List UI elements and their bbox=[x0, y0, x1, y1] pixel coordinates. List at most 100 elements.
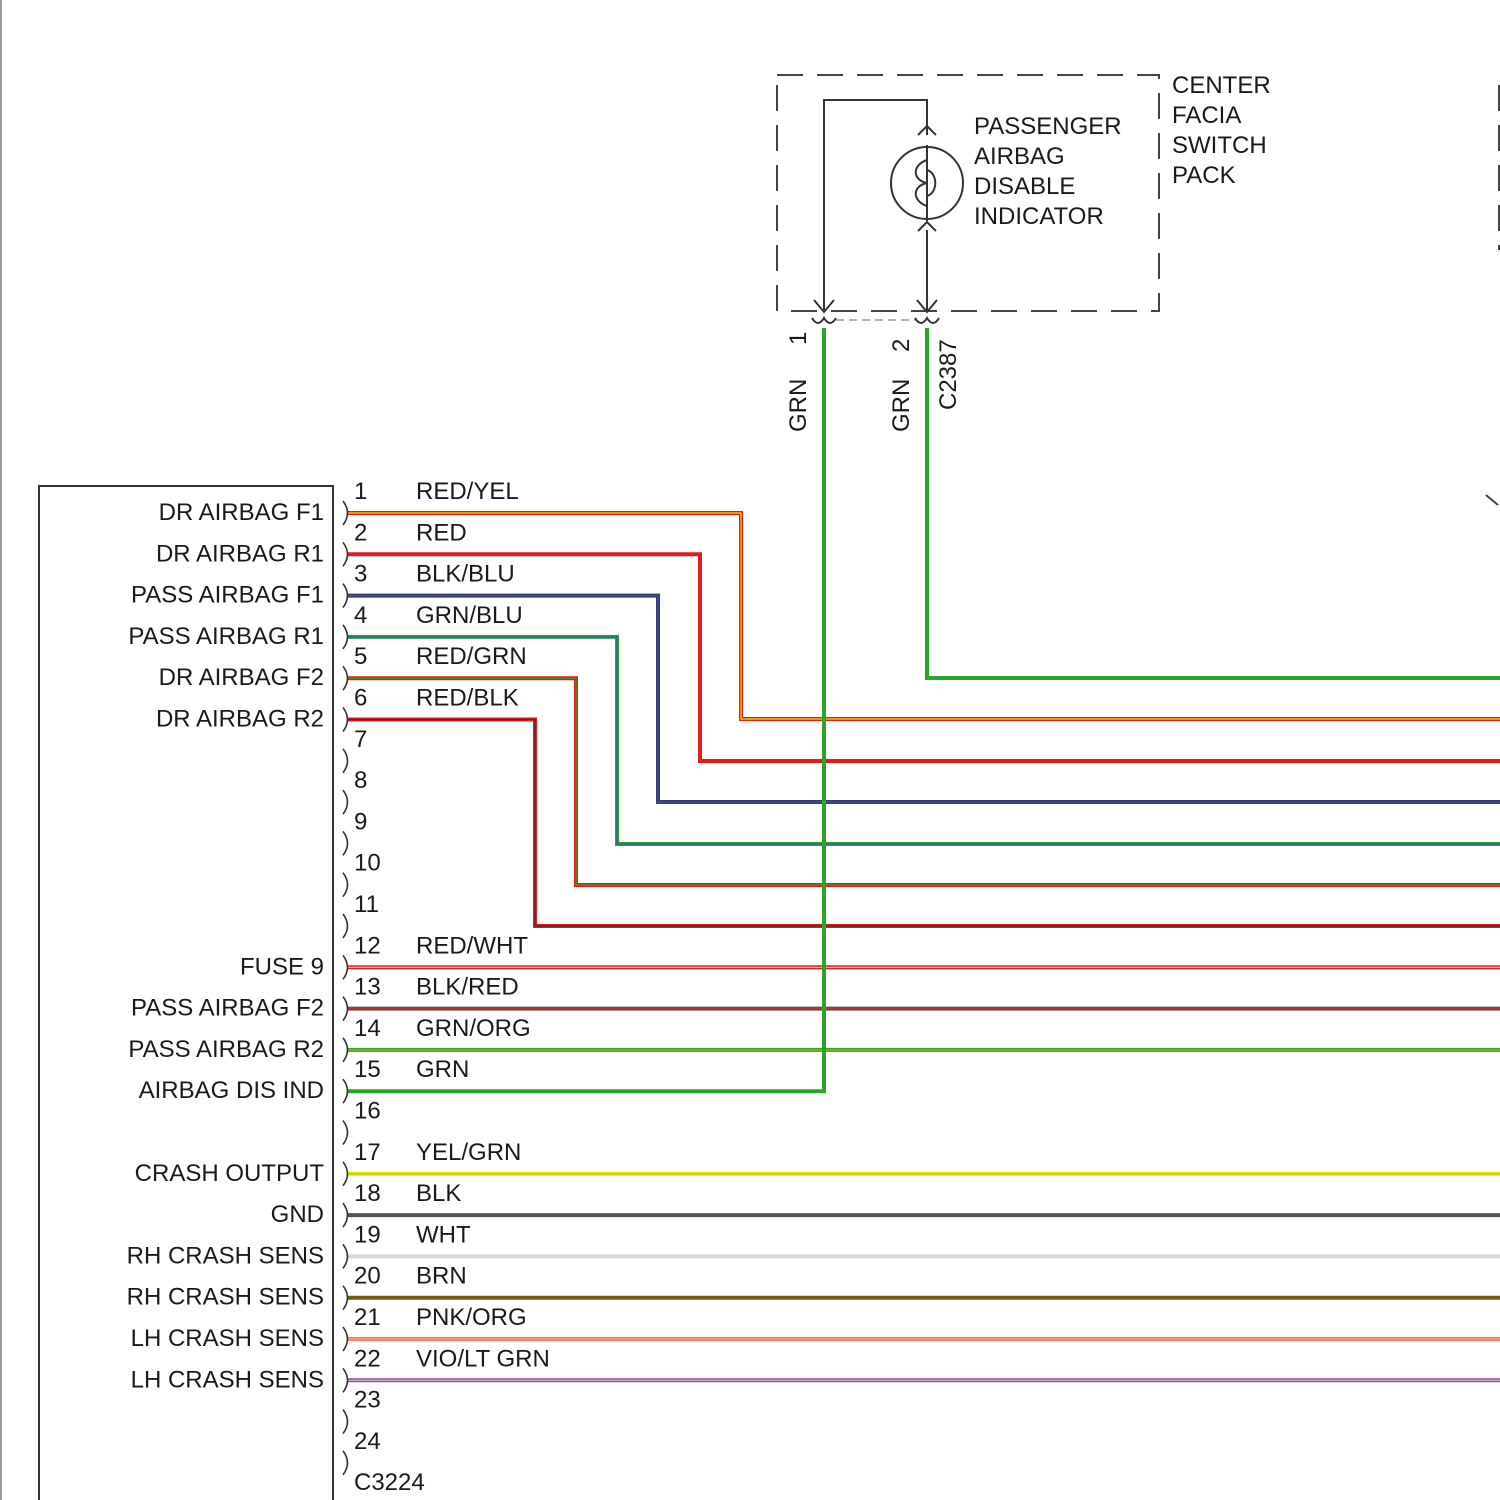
pin-function-label: RH CRASH SENS bbox=[127, 1284, 324, 1311]
wire-color-label: YEL/GRN bbox=[416, 1139, 521, 1166]
pin-function-label: CRASH OUTPUT bbox=[135, 1160, 325, 1187]
c3224-terminal bbox=[343, 1327, 348, 1351]
indicator-label-line: INDICATOR bbox=[974, 203, 1104, 230]
c2387-pin2-number: 2 bbox=[888, 339, 915, 352]
c3224-terminal bbox=[343, 1121, 348, 1145]
c2387-pin1-terminal bbox=[812, 318, 836, 323]
c2387-pin2-wire-color: GRN bbox=[888, 379, 915, 432]
c3224-pin-number: 3 bbox=[354, 561, 367, 588]
wire-color-label: VIO/LT GRN bbox=[416, 1345, 550, 1372]
c3224-terminal bbox=[343, 501, 348, 525]
indicator-label: PASSENGER AIRBAG DISABLE INDICATOR bbox=[974, 113, 1122, 230]
wire-color-label: GRN bbox=[416, 1056, 469, 1083]
c3224-terminal bbox=[343, 584, 348, 608]
c3224-terminal bbox=[343, 997, 348, 1021]
wire-color-label: GRN/ORG bbox=[416, 1015, 531, 1042]
wire-color-label: BLK/BLU bbox=[416, 561, 515, 588]
c3224-terminal bbox=[343, 708, 348, 732]
pin-function-label: DR AIRBAG F1 bbox=[159, 499, 324, 526]
wire-pin-6-stripe bbox=[348, 720, 1500, 927]
c3224-terminal bbox=[343, 1038, 348, 1062]
switch-pack-box bbox=[777, 75, 1159, 311]
indicator-label-line: AIRBAG bbox=[974, 143, 1065, 170]
c2387-pin1-number: 1 bbox=[785, 332, 812, 345]
c3224-pin-number: 17 bbox=[354, 1139, 381, 1166]
pin-function-label: PASS AIRBAG F1 bbox=[131, 582, 324, 609]
c3224-terminals bbox=[343, 501, 348, 1475]
c3224-terminal bbox=[343, 1451, 348, 1475]
c3224-pin-number: 8 bbox=[354, 767, 367, 794]
wire-pin-5-stripe bbox=[348, 678, 1500, 885]
c3224-pin-number: 12 bbox=[354, 932, 381, 959]
c3224-pin-number: 22 bbox=[354, 1345, 381, 1372]
right-edge-mark bbox=[1486, 495, 1498, 505]
switch-pack-name-line: FACIA bbox=[1172, 102, 1241, 129]
wire-color-label: BLK/RED bbox=[416, 974, 519, 1001]
c3224-pin-number: 1 bbox=[354, 478, 367, 505]
c3224-pin-number: 6 bbox=[354, 685, 367, 712]
pin-function-label: PASS AIRBAG R1 bbox=[128, 623, 324, 650]
c3224-terminal bbox=[343, 873, 348, 897]
indicator-label-line: DISABLE bbox=[974, 173, 1075, 200]
c3224-terminal bbox=[343, 1368, 348, 1392]
c3224-pin-number: 9 bbox=[354, 808, 367, 835]
wire-color-label: PNK/ORG bbox=[416, 1304, 527, 1331]
c3224-pin-number: 24 bbox=[354, 1428, 381, 1455]
c3224-pin-number: 7 bbox=[354, 726, 367, 753]
pin-function-label: FUSE 9 bbox=[240, 953, 324, 980]
wire-group bbox=[348, 328, 1500, 1380]
wire-c2387-pin2 bbox=[927, 328, 1500, 678]
switch-pack-name-line: SWITCH bbox=[1172, 132, 1267, 159]
c3224-terminal bbox=[343, 666, 348, 690]
c3224-pin-number: 15 bbox=[354, 1056, 381, 1083]
c3224-connector-id: C3224 bbox=[354, 1469, 425, 1496]
c3224-terminal bbox=[343, 542, 348, 566]
wire-color-label: BLK bbox=[416, 1180, 461, 1207]
pin-function-label: GND bbox=[271, 1201, 324, 1228]
wire-color-label: RED bbox=[416, 519, 467, 546]
pin-function-label: LH CRASH SENS bbox=[131, 1325, 324, 1352]
c3224-pin-number: 13 bbox=[354, 974, 381, 1001]
c3224-terminal bbox=[343, 1162, 348, 1186]
c3224-terminal bbox=[343, 831, 348, 855]
c3224-pin-number: 5 bbox=[354, 643, 367, 670]
pin-function-label: DR AIRBAG R1 bbox=[156, 540, 324, 567]
pin-function-label: RH CRASH SENS bbox=[127, 1242, 324, 1269]
switch-pack-name-line: CENTER bbox=[1172, 72, 1271, 99]
pin-function-label: PASS AIRBAG R2 bbox=[128, 1036, 324, 1063]
c3224-terminal bbox=[343, 1244, 348, 1268]
c3224-pin-number: 4 bbox=[354, 602, 367, 629]
wire-color-label: RED/YEL bbox=[416, 478, 519, 505]
wire-color-label: RED/WHT bbox=[416, 932, 528, 959]
c3224-terminal bbox=[343, 1286, 348, 1310]
switch-pack-name: CENTER FACIA SWITCH PACK bbox=[1172, 72, 1271, 189]
wire-pin-6 bbox=[348, 720, 1500, 927]
wire-pin-5 bbox=[348, 678, 1500, 885]
c3224-pin-number: 11 bbox=[354, 891, 379, 918]
indicator-label-line: PASSENGER bbox=[974, 113, 1122, 140]
c2387-connector-id: C2387 bbox=[935, 339, 962, 410]
c3224-terminal bbox=[343, 1410, 348, 1434]
wire-color-label: GRN/BLU bbox=[416, 602, 523, 629]
c3224-pin-number: 10 bbox=[354, 850, 381, 877]
c3224-pin-number: 2 bbox=[354, 519, 367, 546]
c3224-terminal bbox=[343, 790, 348, 814]
c3224-pin-number: 21 bbox=[354, 1304, 381, 1331]
pin-function-label: AIRBAG DIS IND bbox=[139, 1077, 324, 1104]
c3224-pin-number: 14 bbox=[354, 1015, 381, 1042]
c3224-terminal bbox=[343, 625, 348, 649]
c3224-pin-number: 18 bbox=[354, 1180, 381, 1207]
wire-color-label: WHT bbox=[416, 1221, 471, 1248]
c3224-pin-number: 20 bbox=[354, 1263, 381, 1290]
pin-function-label: DR AIRBAG F2 bbox=[159, 664, 324, 691]
c3224-pin-number: 19 bbox=[354, 1221, 381, 1248]
pin-function-label: LH CRASH SENS bbox=[131, 1366, 324, 1393]
c3224-terminal bbox=[343, 914, 348, 938]
switch-pack-name-line: PACK bbox=[1172, 162, 1236, 189]
c2387-pin2-terminal bbox=[915, 318, 939, 323]
c3224-pin-number: 16 bbox=[354, 1098, 381, 1125]
wire-color-label: RED/GRN bbox=[416, 643, 527, 670]
wire-color-label: BRN bbox=[416, 1263, 467, 1290]
pin-function-label: DR AIRBAG R2 bbox=[156, 706, 324, 733]
wire-color-label: RED/BLK bbox=[416, 685, 519, 712]
